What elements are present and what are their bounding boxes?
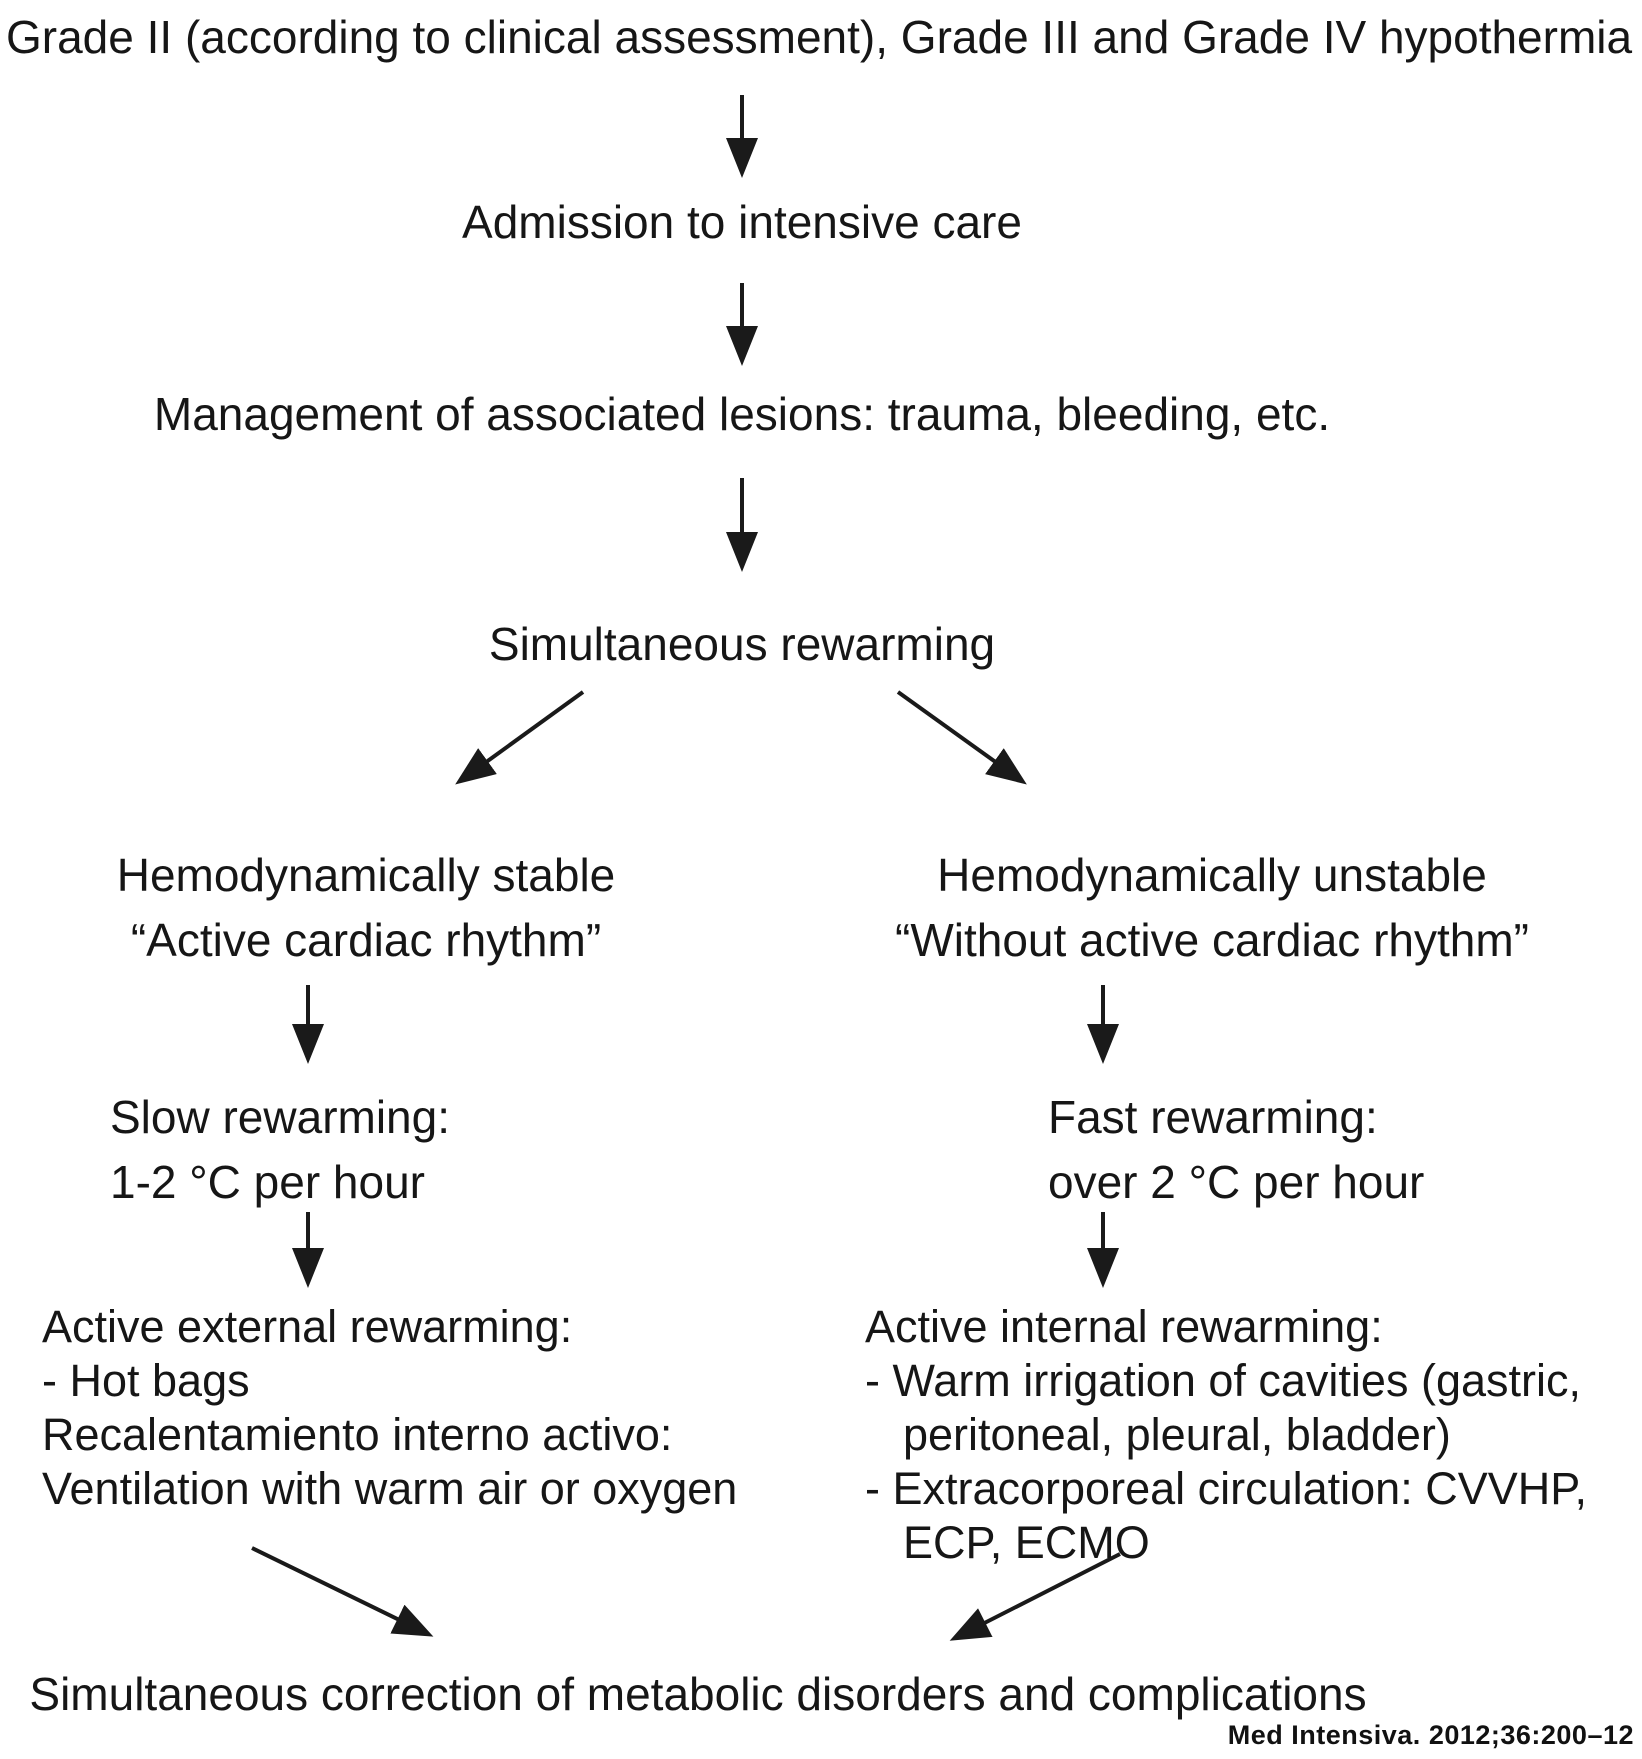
- slow-rewarming-line-2: 1-2 °C per hour: [110, 1156, 425, 1208]
- stable-line-1: Hemodynamically stable: [116, 849, 616, 901]
- external-line-1: Active external rewarming:: [42, 1301, 573, 1352]
- node-hemodynamically-unstable: Hemodynamically unstable “Without active…: [895, 843, 1529, 973]
- node-fast-rewarming: Fast rewarming: over 2 °C per hour: [1048, 1085, 1424, 1215]
- internal-line-4: - Extracorporeal circulation: CVVHP,: [865, 1463, 1587, 1514]
- arrow-branch-stable-icon: [455, 690, 585, 785]
- slow-rewarming-line-1: Slow rewarming:: [110, 1091, 450, 1143]
- node-hemodynamically-stable: Hemodynamically stable “Active cardiac r…: [117, 843, 616, 973]
- node-simultaneous-rewarming: Simultaneous rewarming: [488, 618, 996, 670]
- journal-citation: Med Intensiva. 2012;36:200–12: [1227, 1720, 1634, 1750]
- unstable-line-1: Hemodynamically unstable: [937, 849, 1487, 901]
- internal-line-5: ECP, ECMO: [903, 1517, 1150, 1568]
- arrow-external-to-correction-icon: [251, 1546, 434, 1637]
- node-admission: Admission to intensive care: [462, 196, 1022, 248]
- unstable-line-2: “Without active cardiac rhythm”: [895, 914, 1529, 966]
- diagram-title: Grade II (according to clinical assessme…: [6, 11, 1633, 63]
- node-active-internal-rewarming: Active internal rewarming: - Warm irriga…: [865, 1300, 1587, 1570]
- external-line-4: Ventilation with warm air or oxygen: [42, 1463, 738, 1514]
- stable-line-2: “Active cardiac rhythm”: [130, 914, 602, 966]
- external-line-3: Recalentamiento interno activo:: [42, 1409, 673, 1460]
- internal-line-1: Active internal rewarming:: [865, 1301, 1383, 1352]
- arrow-branch-unstable-icon: [896, 690, 1027, 785]
- node-simultaneous-correction: Simultaneous correction of metabolic dis…: [29, 1668, 1367, 1720]
- fast-rewarming-line-1: Fast rewarming:: [1048, 1091, 1378, 1143]
- internal-line-2: - Warm irrigation of cavities (gastric,: [865, 1355, 1581, 1406]
- node-slow-rewarming: Slow rewarming: 1-2 °C per hour: [110, 1085, 450, 1215]
- internal-line-3: peritoneal, pleural, bladder): [903, 1409, 1451, 1460]
- node-management: Management of associated lesions: trauma…: [153, 388, 1331, 440]
- external-line-2: - Hot bags: [42, 1355, 250, 1406]
- node-active-external-rewarming: Active external rewarming: - Hot bags Re…: [42, 1300, 737, 1516]
- fast-rewarming-line-2: over 2 °C per hour: [1048, 1156, 1425, 1208]
